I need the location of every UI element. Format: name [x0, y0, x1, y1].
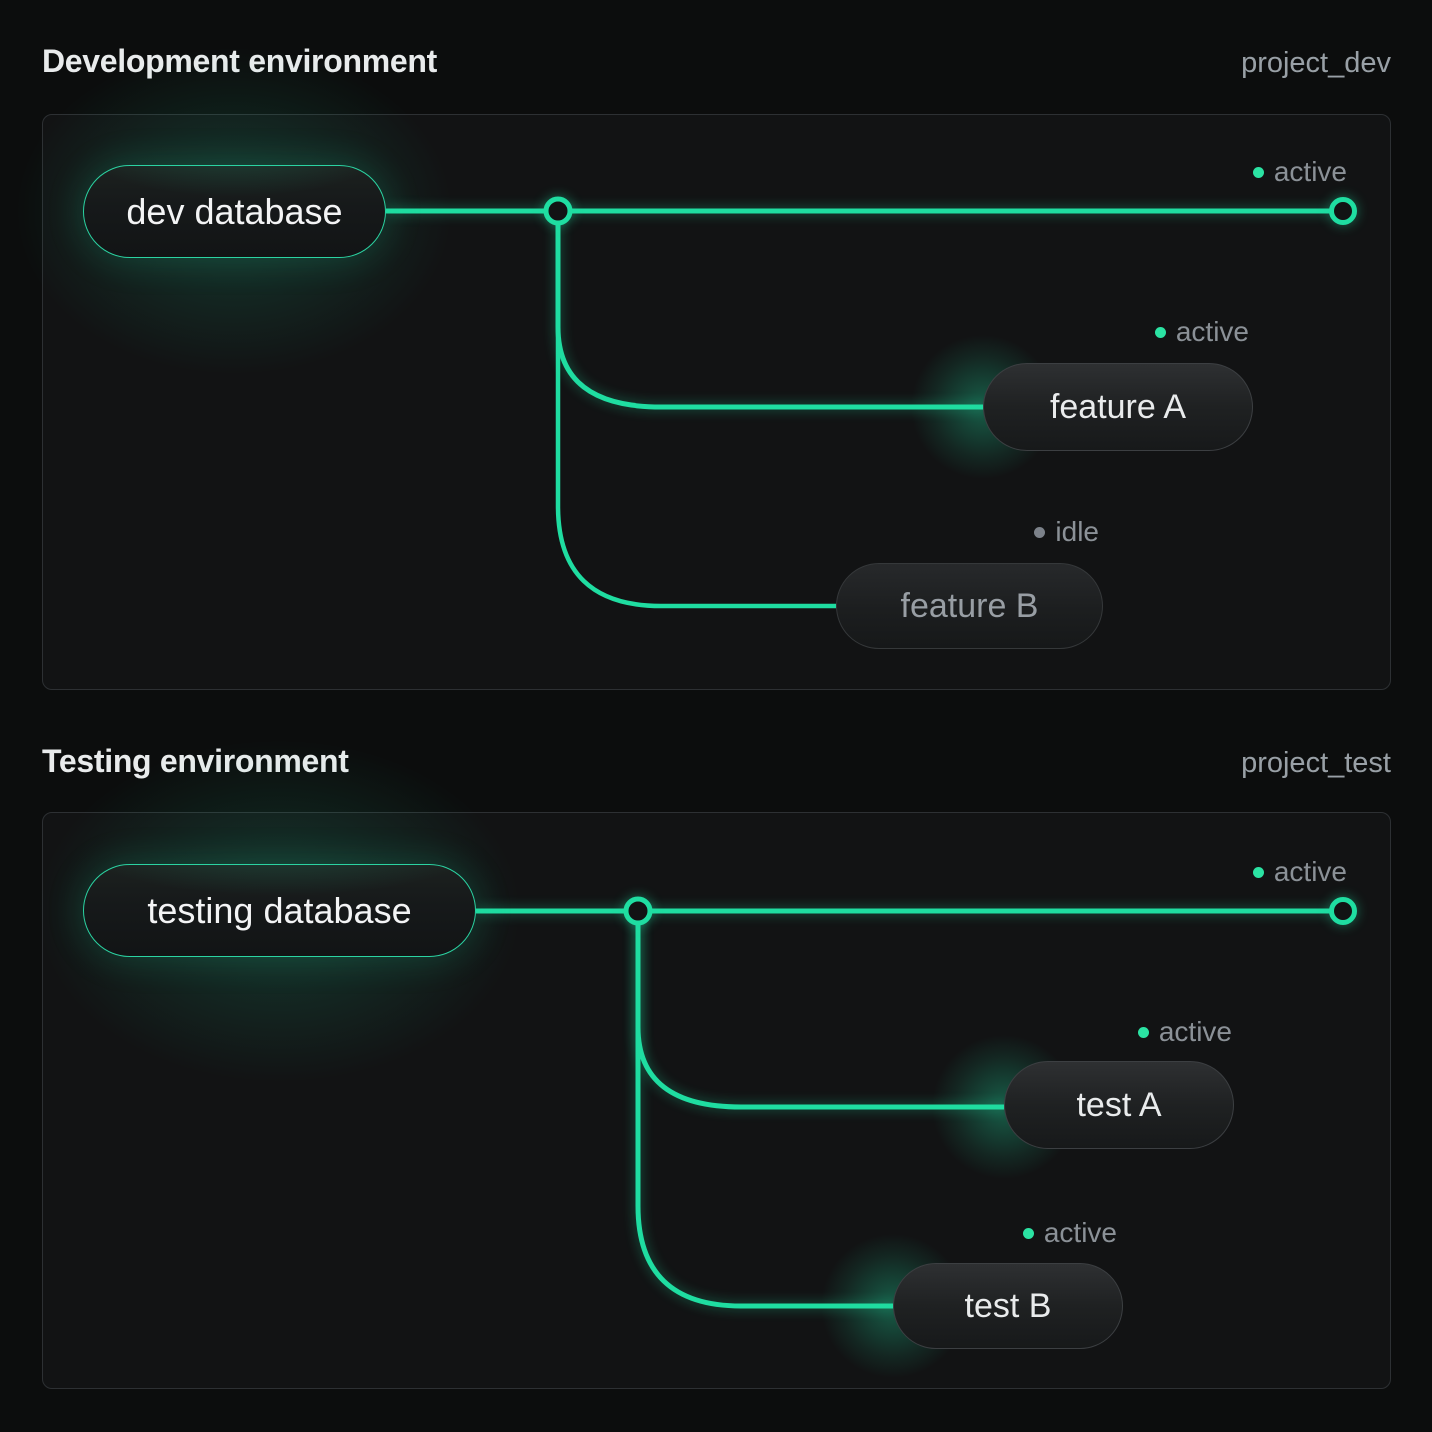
main-branch-endpoint-node: [1329, 197, 1357, 225]
test-a-node[interactable]: test A: [1004, 1061, 1234, 1149]
test-b-branch-line: [635, 911, 893, 1309]
status-dot-active-icon: [1154, 326, 1166, 338]
branch-diagram-dev: [386, 196, 1357, 609]
status-dot-active-icon: [1137, 1026, 1149, 1038]
status-text: active: [1273, 856, 1347, 887]
branch-diagram-test: [476, 896, 1357, 1309]
test-b-node[interactable]: test B: [893, 1263, 1123, 1349]
test-b-label: test B: [964, 1286, 1052, 1325]
panel-development: dev database active active feature A idl…: [0, 1, 1391, 690]
status-text: active: [1273, 156, 1347, 187]
section-title-testing: Testing environment: [42, 743, 349, 780]
project-name-dev: project_dev: [1241, 47, 1391, 79]
feature-b-label: feature B: [900, 586, 1039, 625]
status-text: active: [1043, 1217, 1117, 1248]
panel-testing: testing database active active test A ac…: [0, 691, 1391, 1406]
feature-a-node[interactable]: feature A: [983, 363, 1253, 451]
feature-b-status: idle: [1034, 515, 1099, 549]
status-text: active: [1158, 1016, 1232, 1047]
status-dot-idle-icon: [1034, 526, 1046, 538]
branch-junction-node: [543, 196, 573, 226]
test-a-label: test A: [1076, 1085, 1162, 1124]
section-title-development: Development environment: [42, 43, 437, 80]
project-name-test: project_test: [1241, 747, 1391, 779]
feature-b-branch-line: [555, 211, 836, 609]
feature-a-branch-line: [555, 211, 983, 410]
testing-database-label: testing database: [147, 889, 412, 931]
feature-a-status: active: [1154, 315, 1249, 349]
feature-b-node[interactable]: feature B: [836, 563, 1103, 649]
status-dot-active-icon: [1252, 166, 1264, 178]
status-dot-active-icon: [1022, 1227, 1034, 1239]
status-dot-active-icon: [1252, 866, 1264, 878]
status-text: idle: [1055, 516, 1099, 547]
testing-database-node[interactable]: testing database: [83, 864, 476, 957]
test-a-status: active: [1137, 1015, 1232, 1049]
dev-database-label: dev database: [126, 190, 343, 232]
test-a-branch-line: [635, 911, 1004, 1110]
main-branch-status: active: [1252, 855, 1347, 889]
branch-junction-node: [623, 896, 653, 926]
status-text: active: [1175, 316, 1249, 347]
feature-a-label: feature A: [1049, 387, 1187, 426]
main-branch-endpoint-node: [1329, 897, 1357, 925]
test-b-status: active: [1022, 1216, 1117, 1250]
dev-database-node[interactable]: dev database: [83, 165, 386, 258]
main-branch-status: active: [1252, 155, 1347, 189]
